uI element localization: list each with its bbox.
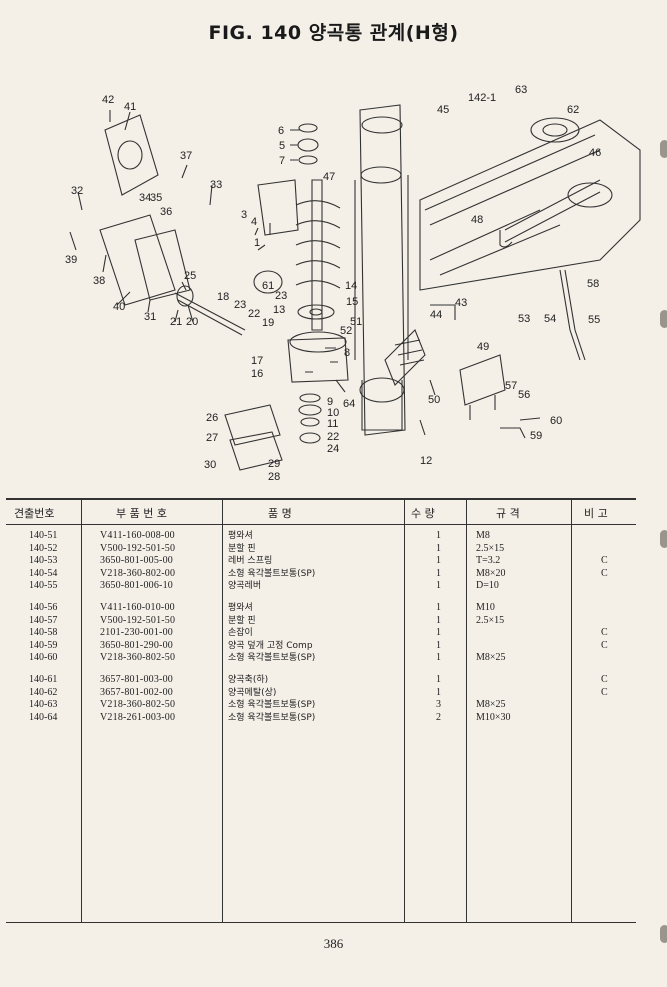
svg-text:142-1: 142-1 <box>468 92 496 104</box>
svg-text:57: 57 <box>505 380 517 392</box>
svg-text:3: 3 <box>241 209 247 221</box>
svg-text:42: 42 <box>102 94 114 106</box>
svg-text:54: 54 <box>544 313 556 325</box>
svg-text:16: 16 <box>251 368 263 380</box>
svg-text:18: 18 <box>217 291 229 303</box>
svg-text:49: 49 <box>477 341 489 353</box>
svg-text:23: 23 <box>275 290 287 302</box>
svg-text:23: 23 <box>234 299 246 311</box>
svg-text:52: 52 <box>340 325 352 337</box>
svg-text:36: 36 <box>160 206 172 218</box>
table-header: 견출번호 부 품 번 호 품 명 수 량 규 격 비 고 <box>6 500 636 525</box>
svg-text:25: 25 <box>184 270 196 282</box>
svg-text:45: 45 <box>437 104 449 116</box>
header-qty: 수 량 <box>411 507 435 520</box>
svg-text:11: 11 <box>327 418 338 430</box>
svg-text:14: 14 <box>345 280 357 292</box>
header-part-no: 부 품 번 호 <box>116 507 167 520</box>
svg-text:7: 7 <box>279 155 285 167</box>
svg-text:22: 22 <box>327 431 339 443</box>
svg-text:13: 13 <box>273 304 285 316</box>
svg-text:9: 9 <box>327 396 333 408</box>
svg-text:10: 10 <box>327 407 339 419</box>
binder-hole <box>660 140 667 158</box>
svg-text:27: 27 <box>206 432 218 444</box>
svg-text:39: 39 <box>65 254 77 266</box>
binder-hole <box>660 310 667 328</box>
svg-text:35: 35 <box>150 192 162 204</box>
binder-hole <box>660 925 667 943</box>
svg-text:22: 22 <box>248 308 260 320</box>
svg-text:32: 32 <box>71 185 83 197</box>
svg-text:28: 28 <box>268 471 280 483</box>
binder-hole <box>660 530 667 548</box>
svg-text:38: 38 <box>93 275 105 287</box>
header-spec: 규 격 <box>496 507 520 520</box>
svg-text:50: 50 <box>428 394 440 406</box>
svg-text:56: 56 <box>518 389 530 401</box>
svg-text:12: 12 <box>420 455 432 467</box>
svg-text:17: 17 <box>251 355 263 367</box>
svg-text:15: 15 <box>346 296 358 308</box>
svg-text:24: 24 <box>327 443 339 455</box>
svg-text:61: 61 <box>262 280 274 292</box>
svg-text:4: 4 <box>251 216 257 228</box>
svg-text:29: 29 <box>268 458 280 470</box>
svg-text:6: 6 <box>278 125 284 137</box>
svg-text:30: 30 <box>204 459 216 471</box>
figure-title: FIG. 140 양곡통 관계(H형) <box>208 22 459 44</box>
svg-text:20: 20 <box>186 316 198 328</box>
svg-text:37: 37 <box>180 150 192 162</box>
svg-text:33: 33 <box>210 179 222 191</box>
svg-text:26: 26 <box>206 412 218 424</box>
svg-text:58: 58 <box>587 278 599 290</box>
svg-text:60: 60 <box>550 415 562 427</box>
svg-text:40: 40 <box>113 301 125 313</box>
svg-text:48: 48 <box>471 214 483 226</box>
svg-text:64: 64 <box>343 398 355 410</box>
svg-text:62: 62 <box>567 104 579 116</box>
svg-text:53: 53 <box>518 313 530 325</box>
svg-text:63: 63 <box>515 84 527 96</box>
svg-text:34: 34 <box>139 192 151 204</box>
header-ref-no: 견출번호 <box>14 507 55 520</box>
svg-text:44: 44 <box>430 309 442 321</box>
page-number: 386 <box>323 936 344 951</box>
svg-text:19: 19 <box>262 317 274 329</box>
svg-text:8: 8 <box>344 347 350 359</box>
svg-text:43: 43 <box>455 297 467 309</box>
svg-text:1: 1 <box>254 237 260 249</box>
svg-text:5: 5 <box>279 140 285 152</box>
svg-text:51: 51 <box>350 316 362 328</box>
svg-text:41: 41 <box>124 101 136 113</box>
svg-text:55: 55 <box>588 314 600 326</box>
header-part-name: 품 명 <box>268 507 292 520</box>
svg-text:59: 59 <box>530 430 542 442</box>
header-note: 비 고 <box>584 507 608 520</box>
svg-text:46: 46 <box>589 147 601 159</box>
svg-text:47: 47 <box>323 171 335 183</box>
svg-text:21: 21 <box>170 316 182 328</box>
svg-text:31: 31 <box>144 311 156 323</box>
